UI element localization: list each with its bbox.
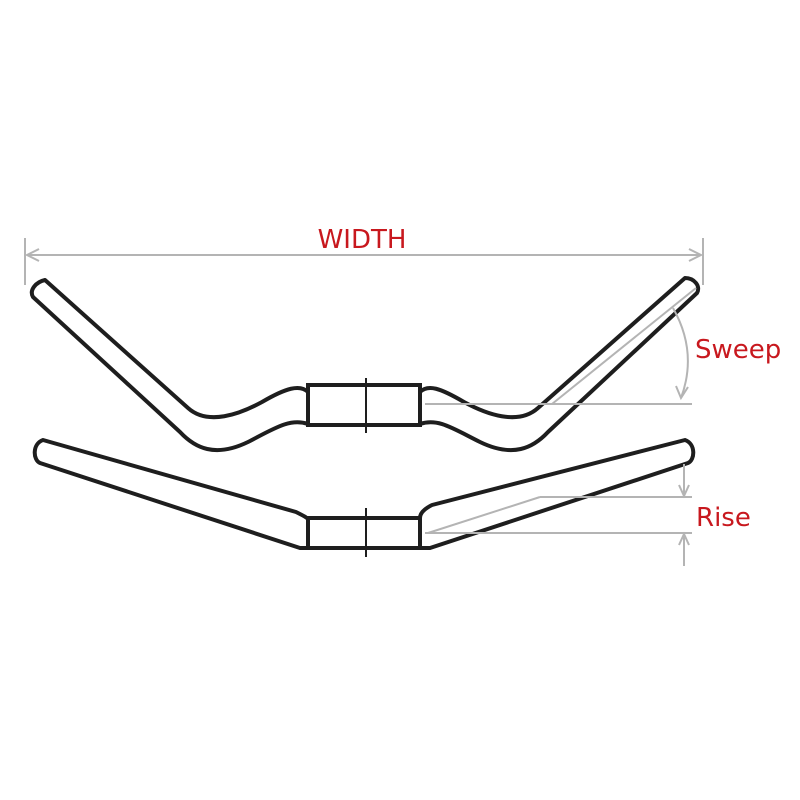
handlebar-front-clamp-area bbox=[306, 516, 422, 550]
sweep-label: Sweep bbox=[695, 335, 781, 365]
sweep-arc bbox=[672, 307, 689, 399]
width-arrowhead-right bbox=[688, 248, 704, 262]
rise-arrowhead-top bbox=[678, 484, 690, 499]
handlebar-top-view bbox=[29, 276, 701, 453]
width-label: WIDTH bbox=[318, 225, 407, 255]
sweep-angle-line bbox=[551, 287, 697, 405]
width-dimension bbox=[24, 238, 704, 285]
width-arrowhead-left bbox=[24, 248, 40, 262]
rise-arrowhead-bottom bbox=[678, 531, 690, 546]
handlebar-front-right-arm bbox=[418, 438, 696, 550]
sweep-arrowhead bbox=[675, 385, 689, 401]
handlebar-top-right-arm bbox=[418, 276, 701, 453]
handlebar-front-view bbox=[32, 438, 696, 557]
handlebar-front-left-arm bbox=[32, 438, 310, 550]
sweep-dimension bbox=[425, 287, 697, 405]
rise-arm-reference-line bbox=[427, 496, 541, 534]
handlebar-top-clamp-area bbox=[306, 383, 422, 427]
rise-label: Rise bbox=[696, 503, 751, 533]
rise-dimension bbox=[425, 464, 692, 566]
handlebar-top-left-arm bbox=[29, 278, 310, 453]
